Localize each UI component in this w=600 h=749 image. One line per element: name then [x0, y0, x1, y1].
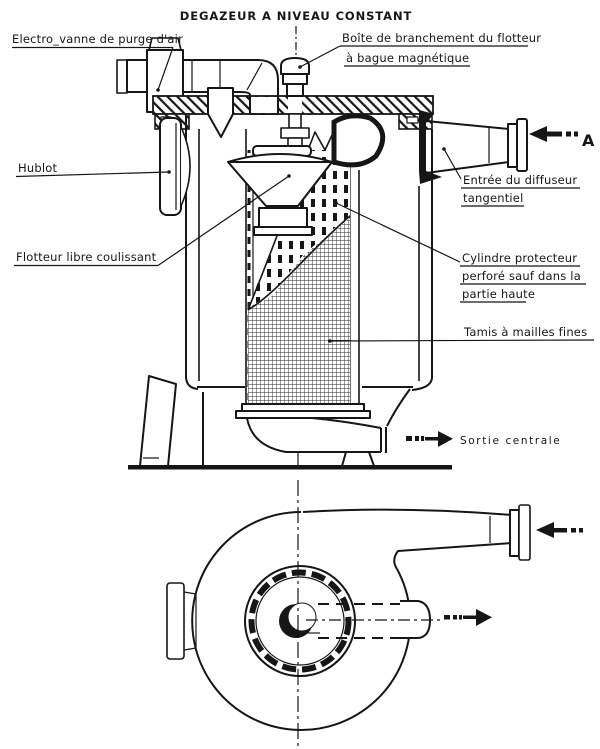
ground-line: [128, 465, 452, 470]
inlet-arrow-top: [536, 522, 583, 538]
label-cylindre-line3: partie haute: [462, 287, 535, 301]
hidden-outlet-passage: [306, 600, 442, 639]
float: [227, 145, 333, 236]
volute-casing: [191, 504, 531, 731]
label-entree-line1: Entrée du diffuseur: [463, 173, 577, 187]
inner-cylinder-top: [244, 565, 356, 677]
side-flange-top: [166, 582, 197, 660]
label-cylindre-line2: perforé sauf dans la: [462, 269, 581, 283]
label-tamis: Tamis à mailles fines: [463, 325, 587, 339]
float-connection-box: [280, 57, 310, 149]
label-boite-line2: à bague magnétique: [346, 51, 469, 65]
label-sortie: Sortie centrale: [460, 435, 561, 447]
mesh-top-edge: [247, 215, 351, 311]
label-electro-vanne: Electro_vanne de purge d'air: [12, 32, 183, 46]
inlet-opening: [331, 113, 386, 168]
arrow-left-icon: [536, 522, 554, 538]
arrow-right-icon: [438, 431, 453, 447]
label-entree-line2: tangentiel: [463, 191, 523, 205]
annotations: DEGAZEUR A NIVEAU CONSTANT Electro_vanne…: [12, 9, 595, 447]
label-hublot: Hublot: [18, 161, 57, 175]
pipe-support-tongue: [207, 87, 234, 138]
diffuser: [419, 110, 528, 184]
hublot-sight-glass: [159, 117, 191, 216]
top-view: [166, 480, 583, 746]
section-label-a: A: [582, 131, 595, 150]
section-arrow-a: A: [529, 126, 595, 150]
base-and-outlet: [128, 375, 452, 470]
side-view: A DEGAZEUR A NIVEAU CONSTANT: [12, 9, 595, 470]
arrow-right-icon: [476, 609, 492, 626]
outlet-arrow-top: [444, 609, 492, 626]
label-flotteur: Flotteur libre coulissant: [16, 250, 157, 264]
label-cylindre-line1: Cylindre protecteur: [462, 251, 577, 265]
left-leg: [139, 375, 177, 467]
outlet-arrow-side: [406, 431, 453, 447]
diagram-title: DEGAZEUR A NIVEAU CONSTANT: [180, 9, 412, 23]
right-leg: [341, 451, 375, 467]
arrow-left-icon: [529, 126, 547, 142]
central-outlet-hole: [279, 602, 320, 638]
label-boite-line1: Boîte de branchement du flotteur: [342, 31, 541, 45]
